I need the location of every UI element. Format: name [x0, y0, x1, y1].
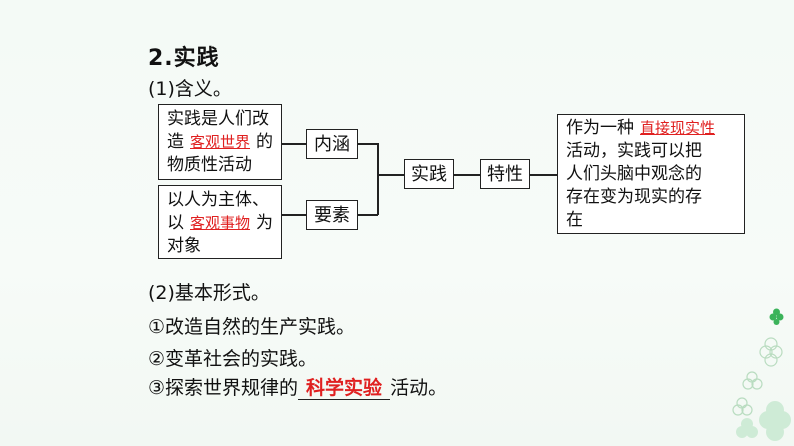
blank-objective-world: 客观世界: [190, 133, 251, 151]
definition-box: 实践是人们改 造客观世界的 物质性活动: [158, 104, 282, 180]
connector-def-to-connotation: [282, 143, 306, 145]
connector-elements-right: [358, 214, 378, 216]
form-item-2: ②变革社会的实践。: [148, 348, 318, 370]
form-item-3-post: 活动。: [390, 377, 448, 399]
section-heading: 2.实践: [148, 46, 220, 71]
connector-to-practice: [377, 174, 404, 176]
feature-line1: 作为一种直接现实性: [566, 117, 744, 140]
label-feature: 特性: [480, 159, 530, 189]
faint-clover-icon: [732, 337, 783, 416]
connector-feature-box: [530, 174, 557, 176]
feature-line5: 在: [566, 210, 583, 230]
blank-direct-reality: 直接现实性: [640, 119, 716, 137]
blank-objective-things: 客观事物: [190, 214, 251, 232]
connector-practice-feature: [454, 174, 480, 176]
small-green-clover-icon: [769, 308, 784, 325]
feature-line4: 存在变为现实的存: [566, 187, 702, 207]
subsection-basic-forms: (2)基本形式。: [148, 282, 270, 304]
feature-line1-pre: 作为一种: [566, 118, 634, 138]
label-practice: 实践: [404, 159, 454, 189]
label-elements: 要素: [306, 200, 358, 230]
elements-box: 以人为主体、 以客观事物为 对象: [158, 185, 282, 259]
elements-line2: 以客观事物为: [167, 212, 281, 235]
connector-vertical: [377, 143, 379, 215]
definition-line1: 实践是人们改: [167, 109, 269, 129]
definition-line2: 造客观世界的: [167, 131, 281, 154]
form-item-3-pre: ③探索世界规律的: [148, 377, 299, 399]
elements-line3: 对象: [167, 236, 201, 256]
form-item-1: ①改造自然的生产实践。: [148, 316, 356, 338]
large-clover-icon: [736, 401, 791, 441]
elements-line2-pre: 以: [167, 213, 184, 233]
feature-line2: 活动，实践可以把: [566, 141, 702, 161]
feature-box: 作为一种直接现实性 活动，实践可以把 人们头脑中观念的 存在变为现实的存 在: [557, 114, 745, 234]
connector-connotation-right: [358, 143, 378, 145]
definition-line2-pre: 造: [167, 132, 184, 152]
elements-line2-post: 为: [256, 213, 274, 233]
subsection-meaning: (1)含义。: [148, 78, 232, 100]
blank-scientific-experiment: 科学实验: [298, 377, 391, 400]
definition-line3: 物质性活动: [167, 155, 252, 175]
elements-line1: 以人为主体、: [167, 190, 269, 210]
label-connotation: 内涵: [306, 129, 358, 159]
definition-line2-post: 的: [256, 132, 274, 152]
feature-line3: 人们头脑中观念的: [566, 164, 702, 184]
connector-elem-to-elements: [282, 214, 306, 216]
form-item-3: ③探索世界规律的科学实验活动。: [148, 373, 447, 400]
